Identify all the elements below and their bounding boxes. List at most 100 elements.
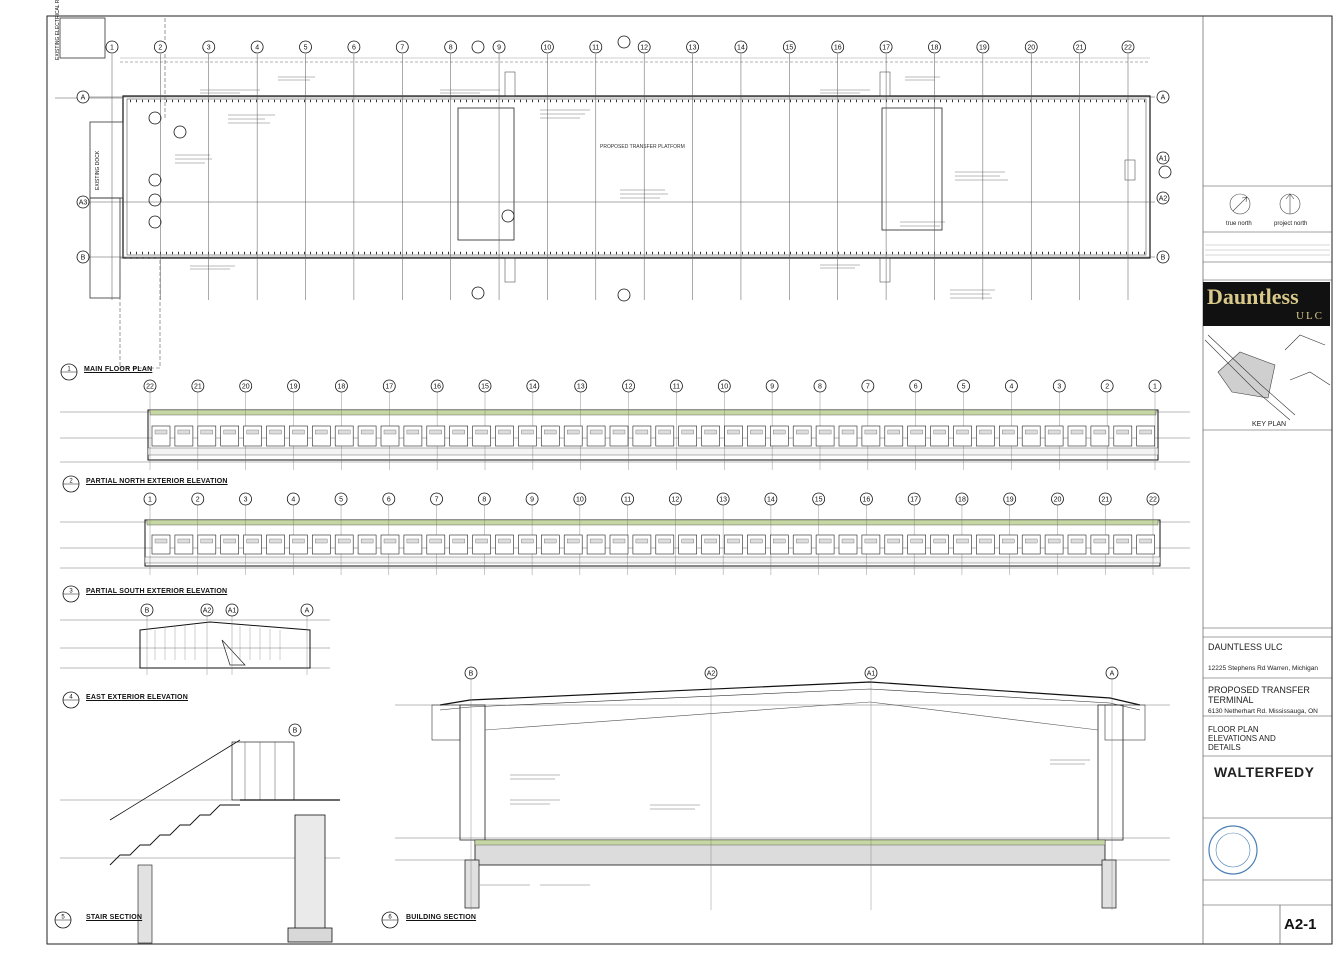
dock-door bbox=[563, 534, 583, 555]
grid-bubble-right: A bbox=[1156, 90, 1170, 104]
existing-room-label: EXISTING ELECTRICAL ROOM bbox=[55, 0, 61, 60]
dock-door bbox=[930, 425, 949, 447]
svg-text:B: B bbox=[81, 255, 86, 262]
grid-bubble-top: 3 bbox=[202, 40, 216, 54]
svg-text:19: 19 bbox=[979, 45, 987, 52]
svg-text:A2: A2 bbox=[1159, 196, 1168, 203]
svg-text:20: 20 bbox=[242, 384, 250, 391]
dock-door bbox=[1044, 534, 1064, 555]
svg-text:A1: A1 bbox=[867, 671, 876, 678]
south-grid-bubble: 20 bbox=[1051, 492, 1064, 506]
svg-text:5: 5 bbox=[962, 384, 966, 391]
grid-bubble-left: A bbox=[76, 90, 90, 104]
dock-door bbox=[220, 425, 239, 447]
dock-door bbox=[380, 425, 400, 447]
dock-door bbox=[724, 425, 743, 447]
firm-logo: WALTERFEDY bbox=[1214, 764, 1315, 780]
svg-text:19: 19 bbox=[290, 384, 298, 391]
south-grid-bubble: 17 bbox=[907, 492, 921, 506]
grid-bubble-right: A2 bbox=[1156, 191, 1170, 205]
dock-door bbox=[403, 534, 423, 555]
grid-bubble-top: 1 bbox=[105, 40, 119, 54]
dock-door bbox=[357, 425, 377, 447]
true-north-label: true north bbox=[1226, 221, 1252, 227]
svg-text:A3: A3 bbox=[79, 200, 88, 207]
section-grid-bubble: A2 bbox=[704, 666, 718, 680]
dock-door bbox=[678, 425, 698, 447]
grid-bubble-top: 6 bbox=[347, 40, 361, 54]
north-grid-bubble: 14 bbox=[526, 379, 540, 393]
svg-text:3: 3 bbox=[244, 497, 248, 504]
north-grid-bubble: 16 bbox=[430, 379, 444, 393]
dock-door bbox=[1021, 425, 1041, 447]
grid-bubble-left: A3 bbox=[76, 195, 90, 209]
svg-text:8: 8 bbox=[482, 497, 486, 504]
svg-text:A: A bbox=[1110, 671, 1115, 678]
svg-text:17: 17 bbox=[910, 497, 918, 504]
south-grid-bubble: 10 bbox=[573, 492, 587, 506]
dock-door bbox=[151, 534, 171, 555]
dock-door bbox=[334, 534, 354, 555]
dock-door bbox=[861, 425, 881, 447]
dock-door bbox=[609, 534, 629, 555]
dock-door bbox=[586, 534, 606, 555]
grid-bubble-top: 19 bbox=[976, 40, 990, 54]
svg-text:16: 16 bbox=[863, 497, 871, 504]
south-grid-bubble: 14 bbox=[764, 492, 778, 506]
sheet-title-line2: ELEVATIONS AND bbox=[1208, 734, 1276, 743]
dock-door bbox=[197, 425, 217, 447]
grid-bubble-top: 2 bbox=[153, 40, 167, 54]
svg-text:20: 20 bbox=[1054, 497, 1062, 504]
svg-text:9: 9 bbox=[770, 384, 774, 391]
project-north-label: project north bbox=[1274, 221, 1308, 227]
dock-door bbox=[1021, 534, 1041, 555]
svg-text:17: 17 bbox=[882, 45, 890, 52]
svg-text:3: 3 bbox=[69, 589, 73, 595]
stair-section: B bbox=[60, 723, 340, 944]
dock-door bbox=[426, 425, 446, 447]
section-grid-bubble: A1 bbox=[864, 666, 878, 680]
dock-door bbox=[792, 534, 812, 555]
dock-door bbox=[403, 425, 423, 447]
dock-door bbox=[976, 425, 995, 447]
dock-door bbox=[815, 425, 835, 447]
svg-text:3: 3 bbox=[1057, 384, 1061, 391]
south-grid-bubble: 22 bbox=[1146, 492, 1160, 506]
grid-bubble-top: 20 bbox=[1024, 40, 1038, 54]
north-grid-bubble: 10 bbox=[717, 379, 731, 393]
north-grid-bubble: 5 bbox=[957, 379, 970, 393]
north-grid-bubble: 19 bbox=[287, 379, 300, 393]
dock-door bbox=[472, 534, 491, 555]
dock-door bbox=[976, 534, 995, 555]
south-grid-bubble: 8 bbox=[477, 492, 491, 506]
south-grid-bubble: 1 bbox=[143, 492, 157, 506]
svg-text:21: 21 bbox=[194, 384, 202, 391]
grid-bubble-top: 17 bbox=[879, 40, 893, 54]
dock-door bbox=[884, 534, 904, 555]
svg-text:14: 14 bbox=[529, 384, 537, 391]
svg-text:7: 7 bbox=[435, 497, 439, 504]
svg-text:12: 12 bbox=[625, 384, 633, 391]
dock-door bbox=[769, 425, 789, 447]
north-grid-bubble: 17 bbox=[382, 379, 396, 393]
south-grid-bubble: 7 bbox=[430, 492, 443, 506]
dock-door bbox=[540, 425, 560, 447]
grid-bubble-top: 18 bbox=[928, 40, 941, 54]
dock-door bbox=[449, 425, 469, 447]
svg-text:16: 16 bbox=[433, 384, 441, 391]
svg-text:15: 15 bbox=[815, 497, 823, 504]
dock-door bbox=[1113, 534, 1133, 555]
dock-door bbox=[953, 534, 972, 555]
svg-text:10: 10 bbox=[576, 497, 584, 504]
svg-text:4: 4 bbox=[255, 45, 259, 52]
dock-door bbox=[678, 534, 698, 555]
grid-bubble-top: 4 bbox=[250, 40, 264, 54]
north-grid-bubble: 8 bbox=[813, 379, 827, 393]
dock-door bbox=[838, 534, 858, 555]
svg-text:18: 18 bbox=[931, 45, 939, 52]
north-grid-bubble: 15 bbox=[478, 379, 492, 393]
grid-bubble-top: 12 bbox=[637, 40, 651, 54]
title-block-frame bbox=[1202, 16, 1332, 944]
north-grid-bubble: 3 bbox=[1052, 379, 1066, 393]
